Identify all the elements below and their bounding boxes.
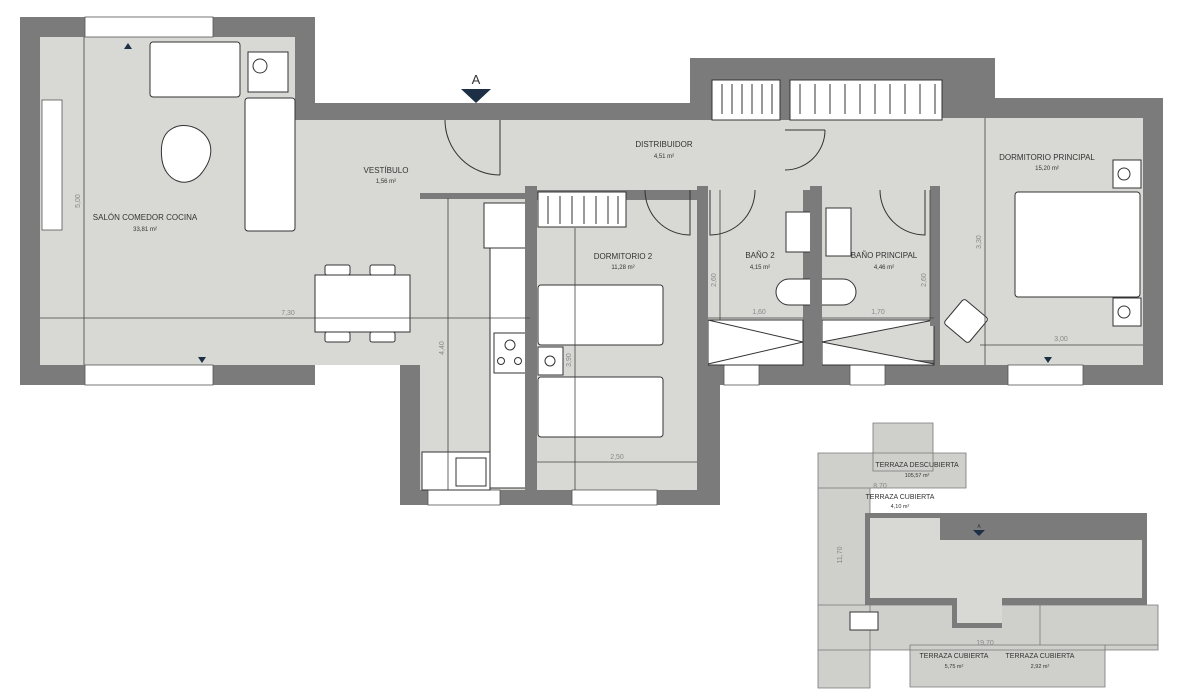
svg-text:7,30: 7,30 [281, 310, 295, 317]
svg-text:11,70: 11,70 [837, 546, 844, 563]
room-labels: SALÓN COMEDOR COCINA 33,81 m² VESTÍBULO … [93, 140, 1096, 271]
svg-text:5,75 m²: 5,75 m² [945, 664, 964, 670]
svg-text:3,00: 3,00 [1054, 336, 1068, 343]
washbasin-bano-principal [825, 207, 852, 257]
svg-text:19,70: 19,70 [976, 640, 994, 647]
view-arrow-icon [1044, 357, 1052, 363]
closets [537, 79, 943, 228]
svg-text:4,10 m²: 4,10 m² [891, 504, 910, 510]
coffee-table [160, 125, 212, 183]
svg-text:1,56 m²: 1,56 m² [376, 179, 396, 185]
room-label-salon: SALÓN COMEDOR COCINA [93, 213, 198, 222]
dimension-lines: 5,00 7,30 4,40 3,90 2,50 2,60 1,60 1,70 … [40, 37, 1143, 490]
floor-distribuidor [525, 120, 980, 190]
room-label-dormitorio-principal: DORMITORIO PRINCIPAL [999, 153, 1095, 162]
washbasin-bano-2 [785, 211, 812, 253]
bed-dormitorio-2a [537, 284, 664, 346]
svg-text:TERRAZA DESCUBIERTA: TERRAZA DESCUBIERTA [875, 462, 959, 469]
svg-text:15,20 m²: 15,20 m² [1035, 166, 1059, 172]
svg-text:105,57 m²: 105,57 m² [905, 473, 930, 479]
svg-text:1,60: 1,60 [752, 309, 766, 316]
keyplan-section-marker-icon [973, 530, 985, 536]
room-label-bano-2: BAÑO 2 [745, 251, 775, 260]
svg-text:3,90: 3,90 [566, 353, 573, 367]
bed-main [1014, 191, 1141, 298]
section-marker-label: A [472, 72, 481, 87]
svg-text:4,46 m²: 4,46 m² [874, 265, 894, 271]
armchair [944, 299, 988, 343]
svg-text:4,51 m²: 4,51 m² [654, 154, 674, 160]
view-arrow-icon [198, 357, 206, 363]
room-label-dormitorio-2: DORMITORIO 2 [594, 252, 653, 261]
terrace-area [817, 422, 1159, 689]
svg-text:TERRAZA CUBIERTA: TERRAZA CUBIERTA [920, 653, 989, 660]
bed-dormitorio-2b [537, 376, 664, 438]
svg-text:8,70: 8,70 [873, 483, 887, 490]
kitchen-sink [455, 457, 487, 487]
svg-text:4,15 m²: 4,15 m² [750, 265, 770, 271]
windows [41, 16, 1084, 506]
dining-table [314, 274, 411, 333]
view-markers: A [124, 43, 1052, 363]
svg-text:1,70: 1,70 [871, 309, 885, 316]
doors [420, 119, 940, 491]
svg-text:TERRAZA CUBIERTA: TERRAZA CUBIERTA [866, 494, 935, 501]
svg-text:TERRAZA CUBIERTA: TERRAZA CUBIERTA [1006, 653, 1075, 660]
svg-text:3,30: 3,30 [976, 235, 983, 249]
svg-text:11,28 m²: 11,28 m² [611, 265, 634, 271]
room-label-vestibulo: VESTÍBULO [364, 166, 409, 175]
svg-text:5,00: 5,00 [75, 194, 82, 208]
section-marker-icon [461, 89, 491, 103]
view-arrow-icon [124, 43, 132, 49]
room-label-bano-principal: BAÑO PRINCIPAL [851, 251, 918, 260]
room-label-distribuidor: DISTRIBUIDOR [635, 140, 693, 149]
furniture [149, 41, 1142, 491]
svg-text:2,92 m²: 2,92 m² [1031, 664, 1050, 670]
svg-text:33,81 m²: 33,81 m² [133, 227, 157, 233]
svg-text:A: A [977, 524, 981, 530]
svg-text:2,60: 2,60 [921, 273, 928, 287]
svg-text:2,50: 2,50 [610, 454, 624, 461]
key-plan: A TERRAZA DESCUBIERTA 105,57 m² TERRAZA … [817, 422, 1159, 689]
svg-text:4,40: 4,40 [439, 341, 446, 355]
svg-text:2,60: 2,60 [711, 273, 718, 287]
